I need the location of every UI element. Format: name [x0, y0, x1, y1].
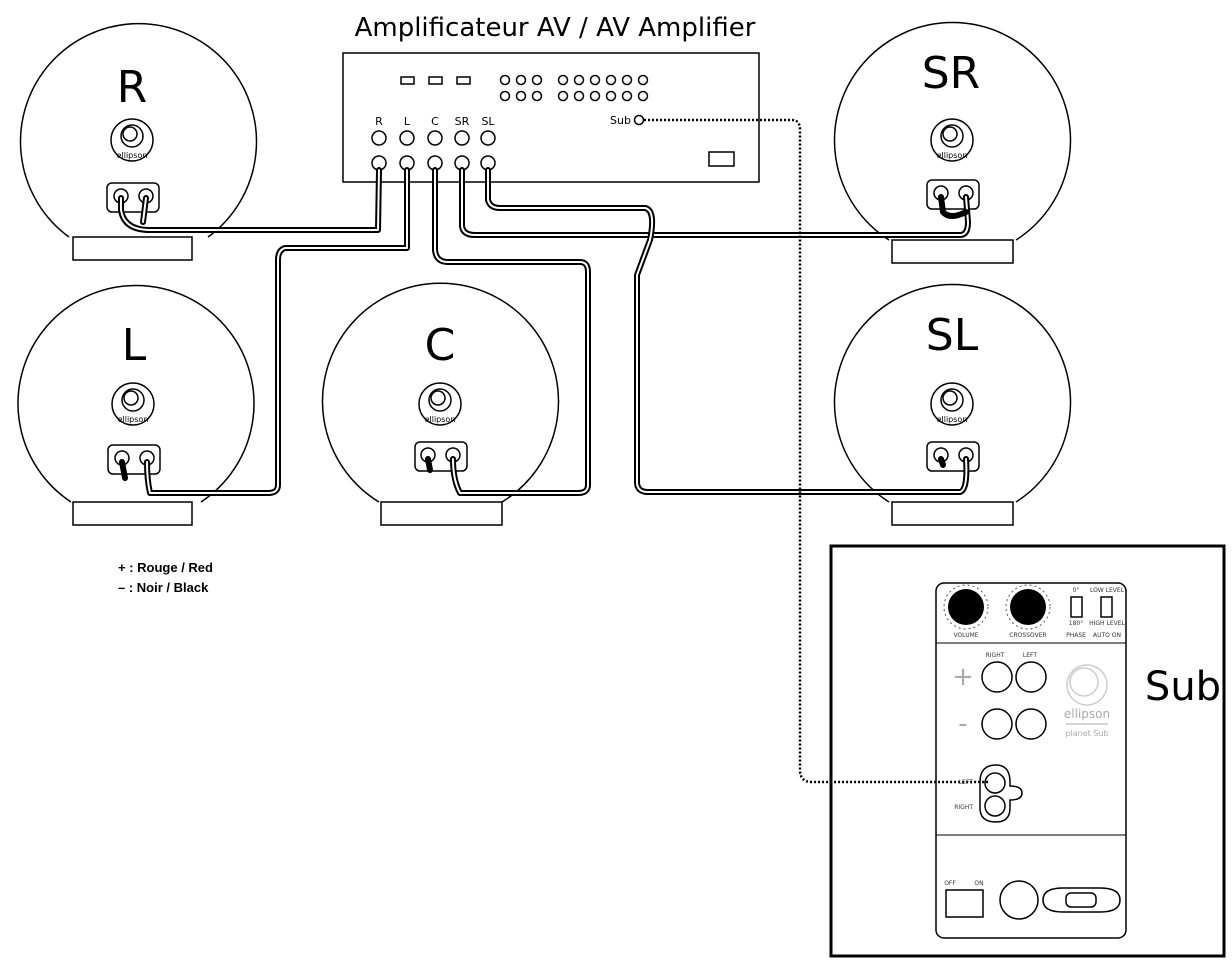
subwoofer-control-panel: [935, 582, 1127, 939]
panel-model: planet Sub: [1065, 729, 1108, 738]
amp-terminal-label-c: C: [431, 115, 439, 128]
speaker-label-l: L: [122, 320, 147, 371]
line-input-right-jack: [984, 795, 1006, 817]
speaker-brand-l: ellipson: [118, 415, 149, 424]
speaker-label-sl: SL: [926, 310, 979, 361]
speaker-terminal-plate: [926, 179, 980, 210]
speaker-cables: [118, 167, 971, 496]
subwoofer-label: Sub: [1145, 664, 1221, 710]
phase-switch: [1070, 596, 1083, 618]
ellipson-logo: [1066, 664, 1108, 706]
high-level-terminal: [981, 661, 1013, 693]
speaker-brand-r: ellipson: [117, 151, 148, 160]
power-inlet: [1042, 887, 1121, 913]
speaker-base: [380, 501, 503, 526]
amplifier-input-jacks: [499, 74, 649, 102]
amp-speaker-terminals: [371, 130, 496, 171]
power-on-label: ON: [974, 880, 983, 887]
phase-top-label: 0°: [1073, 587, 1080, 594]
speaker-sr: SR ellipson: [833, 21, 1072, 264]
auto-top-label: LOW LEVEL: [1090, 587, 1125, 594]
speaker-base: [891, 239, 1014, 264]
panel-brand: ellipson: [1064, 707, 1110, 721]
power-inlet-socket: [1065, 892, 1097, 908]
av-amplifier: R L C SR SL Sub: [342, 52, 760, 183]
speaker-terminal-plate: [107, 444, 161, 475]
subwoofer: Sub VOLUME CROSSOVER 0° 180° PHASE LOW L…: [829, 544, 1226, 958]
line-input-left-jack: [984, 772, 1006, 794]
phase-label: PHASE: [1066, 632, 1086, 639]
amp-terminal-label-sl: SL: [481, 115, 495, 128]
speaker-c: C ellipson: [321, 282, 560, 526]
speaker-brand-sl: ellipson: [937, 415, 968, 424]
crossover-knob: [1010, 589, 1046, 625]
volume-label: VOLUME: [953, 632, 978, 639]
amplifier-display-slot: [400, 76, 415, 85]
auto-on-label: AUTO ON: [1093, 632, 1121, 639]
high-level-right-label: RIGHT: [986, 652, 1005, 659]
amp-terminal-label-sr: SR: [455, 115, 470, 128]
speaker-base: [891, 501, 1014, 526]
speaker-base: [72, 236, 193, 261]
amplifier-body: [342, 52, 760, 183]
high-level-left-label: LEFT: [1023, 652, 1037, 659]
speaker-sl: SL ellipson: [833, 283, 1072, 526]
speaker-brand-sr: ellipson: [937, 151, 968, 160]
legend-minus-black: – : Noir / Black: [118, 580, 209, 595]
speaker-terminal-plate: [414, 441, 468, 472]
line-input-housing: [979, 764, 1023, 823]
power-off-label: OFF: [944, 880, 956, 887]
amp-sub-output-jack: [633, 114, 645, 126]
speaker-base: [72, 501, 193, 526]
auto-on-switch: [1100, 596, 1113, 618]
high-level-terminal: [1015, 708, 1047, 740]
speaker-label-c: C: [425, 320, 456, 371]
amp-terminal-label-l: L: [404, 115, 411, 128]
legend-plus-red: + : Rouge / Red: [118, 560, 213, 575]
amplifier-display-slot: [428, 76, 443, 85]
amp-terminal-label-r: R: [375, 115, 383, 128]
volume-knob: [948, 589, 984, 625]
fuse-holder: [999, 880, 1039, 920]
amplifier-power-switch: [708, 151, 735, 167]
power-switch: [945, 889, 984, 918]
amp-sub-output-label: Sub: [610, 114, 631, 127]
speaker-label-r: R: [117, 62, 148, 113]
subwoofer-signal-cable: [644, 118, 990, 784]
high-level-minus-sign: -: [958, 709, 967, 739]
high-level-plus-sign: +: [952, 662, 974, 692]
line-input-right-label: RIGHT: [954, 804, 973, 811]
phase-bottom-label: 180°: [1069, 620, 1083, 627]
speaker-brand-c: ellipson: [425, 415, 456, 424]
high-level-terminal: [1015, 661, 1047, 693]
auto-bottom-label: HIGH LEVEL: [1089, 620, 1125, 627]
amplifier-display-slot: [456, 76, 471, 85]
speaker-terminal-plate: [106, 182, 160, 213]
high-level-terminal: [981, 708, 1013, 740]
speaker-l: L ellipson: [17, 284, 255, 526]
crossover-label: CROSSOVER: [1009, 632, 1046, 639]
speaker-label-sr: SR: [922, 48, 981, 99]
speaker-r: R ellipson: [19, 22, 258, 261]
subwoofer-frame: [829, 544, 1226, 958]
speaker-terminal-plate: [926, 441, 980, 472]
line-input-left-label: LEFT: [959, 779, 973, 786]
diagram-title: Amplificateur AV / AV Amplifier: [355, 13, 756, 43]
